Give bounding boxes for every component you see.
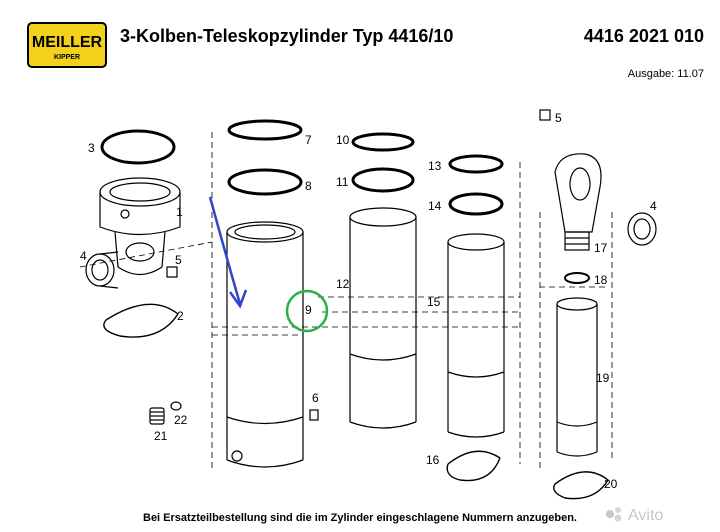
callout-12: 12 — [336, 277, 350, 291]
part-21-plug — [149, 407, 165, 425]
part-4-bushing-right — [627, 212, 657, 246]
callout-7: 7 — [305, 133, 312, 147]
callout-9: 9 — [305, 303, 312, 317]
callout-22: 22 — [174, 413, 188, 427]
logo-subtext: KIPPER — [54, 54, 80, 61]
part-2-snap-ring — [103, 303, 179, 338]
part-18-ring — [564, 272, 590, 284]
annotation-arrow — [208, 196, 242, 305]
footer-note: Bei Ersatzteilbestellung sind die im Zyl… — [143, 512, 577, 524]
part-17-eye-head — [554, 153, 602, 251]
part-5-grease-nipple-right — [539, 109, 551, 121]
callout-18: 18 — [594, 273, 608, 287]
issue-date: Ausgabe: 11.07 — [627, 68, 704, 80]
part-8-ring — [227, 168, 303, 196]
callout-13: 13 — [428, 159, 442, 173]
callout-19: 19 — [596, 371, 610, 385]
part-9-outer-cylinder — [226, 221, 304, 468]
callout-17: 17 — [594, 241, 608, 255]
part-15-inner-cylinder — [447, 233, 505, 438]
part-14-ring — [448, 192, 504, 216]
logo-text: MEILLER — [32, 34, 103, 51]
part-11-ring — [351, 167, 415, 193]
callout-15: 15 — [427, 295, 441, 309]
annotation-arrowhead-icon — [228, 289, 248, 309]
document-title: 3-Kolben-Teleskopzylinder Typ 4416/10 — [120, 26, 454, 46]
part-7-ring — [227, 119, 303, 141]
avito-watermark: Avito — [606, 507, 663, 524]
callout-4-right: 4 — [650, 199, 657, 213]
part-20-snap-ring — [553, 471, 609, 500]
part-16-snap-ring — [446, 450, 501, 482]
callout-16: 16 — [426, 453, 440, 467]
document-header: MEILLER KIPPER 3-Kolben-Teleskopzylinder… — [0, 0, 720, 80]
meiller-logo: MEILLER KIPPER — [27, 22, 107, 68]
callout-8: 8 — [305, 179, 312, 193]
part-13-ring — [448, 154, 504, 174]
part-10-ring — [351, 132, 415, 152]
callout-21: 21 — [154, 429, 168, 443]
callout-6: 6 — [312, 391, 319, 405]
annotation-circle — [285, 289, 329, 333]
watermark-text: Avito — [628, 507, 663, 524]
callout-20: 20 — [604, 477, 618, 491]
part-6-vent — [309, 409, 319, 421]
callout-1: 1 — [176, 205, 183, 219]
part-1-cylinder-head — [99, 177, 181, 276]
callout-2: 2 — [177, 309, 184, 323]
callout-10: 10 — [336, 133, 350, 147]
callout-5-right: 5 — [555, 111, 562, 125]
part-3-ring — [100, 129, 176, 165]
part-4-bushing — [85, 251, 119, 289]
part-5-grease-nipple — [166, 266, 178, 278]
callout-11: 11 — [336, 175, 349, 189]
callout-14: 14 — [428, 199, 442, 213]
callout-5: 5 — [175, 253, 182, 267]
part-19-piston-rod — [556, 297, 598, 457]
part-22-seal — [170, 401, 182, 411]
document-number: 4416 2021 010 — [583, 26, 704, 46]
callout-3: 3 — [88, 141, 95, 155]
exploded-parts-drawing: 3 1 4 5 2 7 8 9 6 10 11 12 13 14 15 16 5… — [79, 109, 657, 500]
part-12-middle-cylinder — [349, 207, 417, 429]
callout-4: 4 — [80, 249, 87, 263]
